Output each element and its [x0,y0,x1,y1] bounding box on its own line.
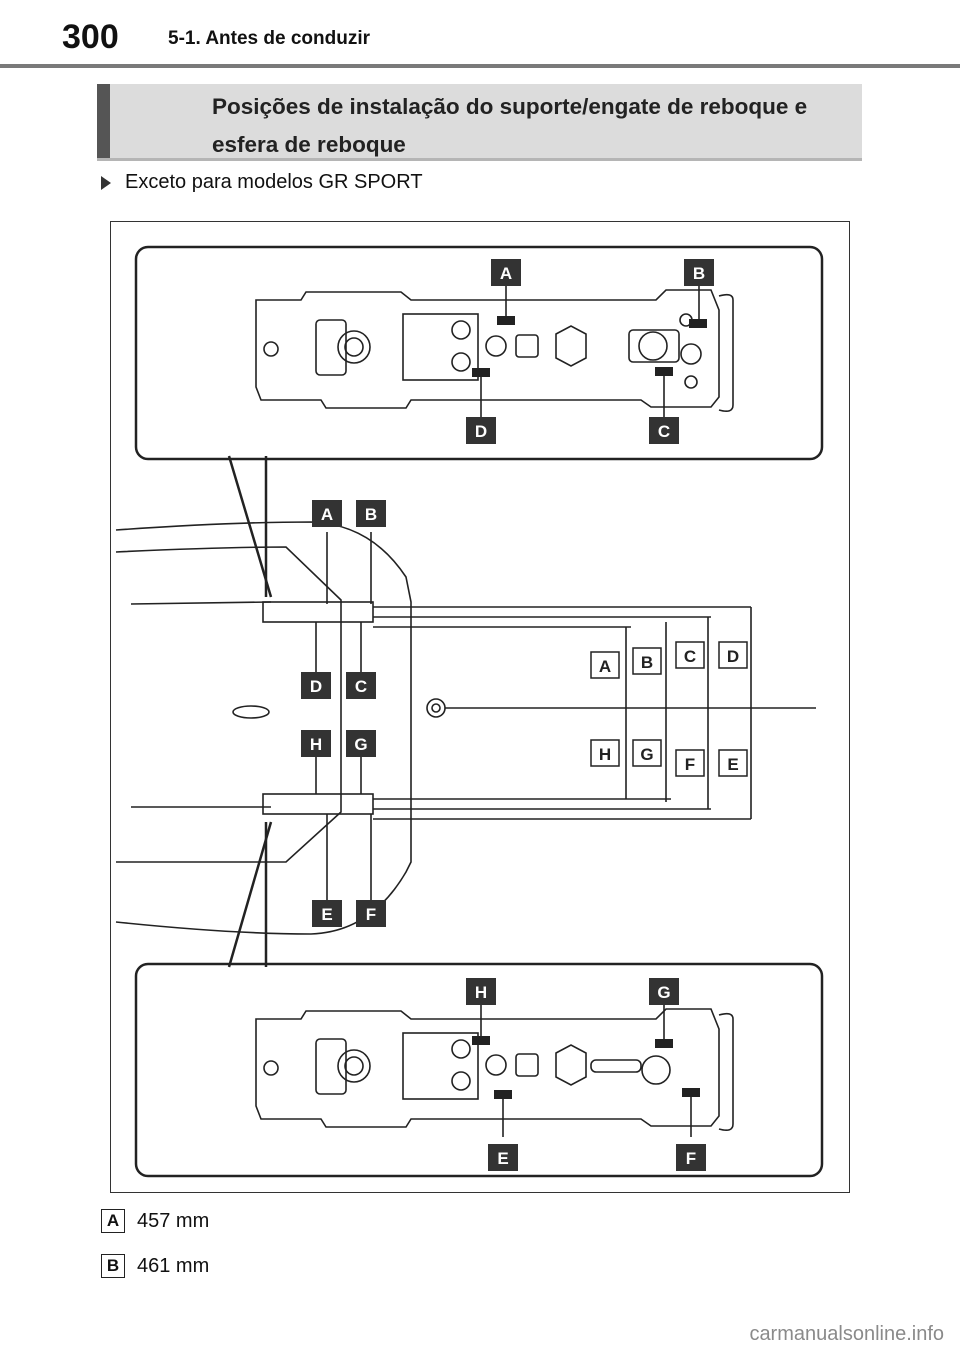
condition-line: Exceto para modelos GR SPORT [101,171,423,194]
diagram-label: H [475,983,487,1002]
legend-item: B 461 mm [101,1254,209,1278]
legend-item: A 457 mm [101,1209,209,1233]
diagram-label: D [310,677,322,696]
dimension-label: H [599,745,611,764]
legend-key: B [101,1254,125,1278]
chapter-title: 5-1. Antes de conduzir [168,28,370,49]
dimension-label: G [640,745,653,764]
legend-value: 461 mm [137,1254,210,1277]
diagram-label: B [693,264,705,283]
dimension-label: D [727,647,739,666]
diagram-illustration: A B D C A B D C H G E F H G E F A B C D … [115,245,824,1178]
diagram-label: D [475,422,487,441]
tow-hitch-diagram: A B D C A B D C H G E F H G E F A B C D … [110,221,850,1193]
dimension-label: C [684,647,696,666]
dimension-label: F [685,755,695,774]
section-heading: Posições de instalação do suporte/engate… [97,84,862,161]
diagram-label: F [686,1149,696,1168]
diagram-label: G [354,735,367,754]
section-title: Posições de instalação do suporte/engate… [212,94,808,157]
diagram-label: F [366,905,376,924]
diagram-label: E [497,1149,508,1168]
diagram-label: C [658,422,670,441]
page-number: 300 [62,18,119,56]
legend-key: A [101,1209,125,1233]
dimension-label: E [727,755,738,774]
diagram-label: G [657,983,670,1002]
diagram-label: H [310,735,322,754]
diagram-label: A [500,264,512,283]
dimension-label: B [641,653,653,672]
triangle-bullet-icon [101,175,111,190]
watermark: carmanualsonline.info [749,1323,944,1345]
section-heading-bar [97,84,110,158]
diagram-label: C [355,677,367,696]
dimension-label: A [599,657,611,676]
condition-text: Exceto para modelos GR SPORT [125,171,423,193]
legend-value: 457 mm [137,1209,210,1232]
diagram-label: E [321,905,332,924]
diagram-label: A [321,505,333,524]
header-divider [0,64,960,68]
diagram-label: B [365,505,377,524]
